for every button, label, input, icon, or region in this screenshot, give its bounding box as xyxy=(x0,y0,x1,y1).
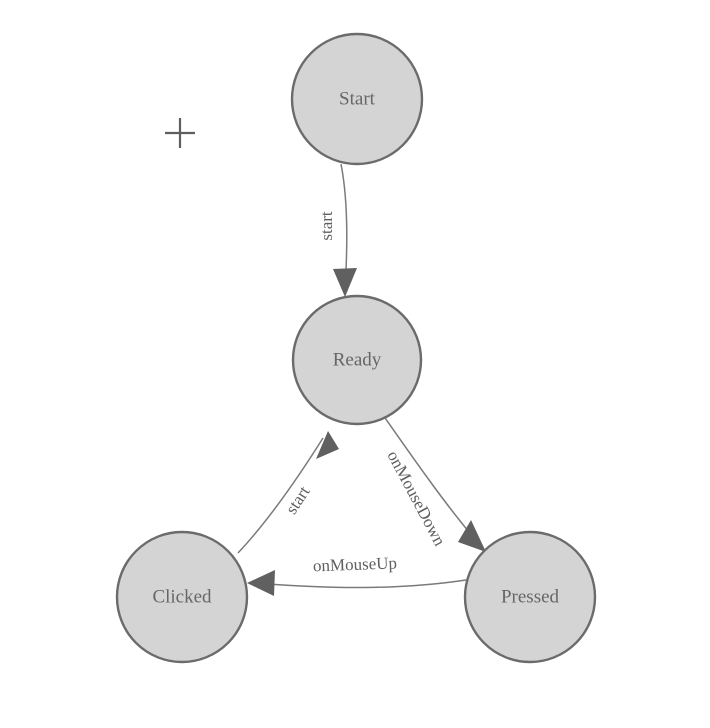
edge-label-start-to-ready: start xyxy=(317,211,336,241)
arrowhead-into-pressed xyxy=(458,520,486,552)
edge-label-clicked-to-ready: start xyxy=(282,482,314,517)
crosshair-marker xyxy=(165,118,195,148)
node-clicked-circle[interactable] xyxy=(115,530,249,664)
edge-ready-to-pressed[interactable]: onMouseDown xyxy=(382,414,486,552)
node-pressed-circle[interactable] xyxy=(463,530,597,664)
node-ready-label: Ready xyxy=(333,349,382,370)
node-start[interactable]: Start xyxy=(290,32,424,166)
arrowhead-into-ready-top xyxy=(333,268,357,297)
node-start-label: Start xyxy=(339,88,376,109)
edge-clicked-to-ready-path xyxy=(237,437,324,554)
node-ready[interactable]: Ready xyxy=(291,294,423,426)
arrowhead-into-clicked xyxy=(247,570,275,596)
edge-pressed-to-clicked-path xyxy=(254,579,467,589)
edge-label-pressed-to-clicked: onMouseUp xyxy=(313,553,398,575)
edge-start-to-ready[interactable]: start xyxy=(317,163,357,297)
node-start-circle[interactable] xyxy=(290,32,424,166)
node-pressed-label: Pressed xyxy=(501,586,560,607)
edge-pressed-to-clicked[interactable]: onMouseUp xyxy=(247,553,467,596)
arrowhead-into-ready-bottom xyxy=(316,431,339,459)
node-ready-circle[interactable] xyxy=(291,294,423,426)
node-clicked-label: Clicked xyxy=(152,586,212,607)
node-clicked[interactable]: Clicked xyxy=(115,530,249,664)
edge-clicked-to-ready[interactable]: start xyxy=(237,431,339,554)
node-pressed[interactable]: Pressed xyxy=(463,530,597,664)
